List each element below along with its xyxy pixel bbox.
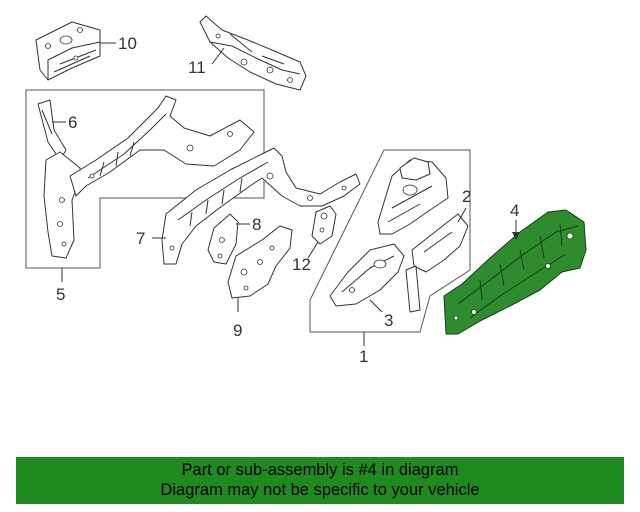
callout-12[interactable]: 12 xyxy=(292,255,311,274)
callout-4[interactable]: 4 xyxy=(510,201,519,220)
banner-line-2: Diagram may not be specific to your vehi… xyxy=(160,481,480,499)
part-11-bracket xyxy=(199,15,307,91)
leader-12 xyxy=(307,241,319,259)
callout-5[interactable]: 5 xyxy=(56,285,65,304)
callout-2[interactable]: 2 xyxy=(462,187,471,206)
banner-line-1: Part or sub-assembly is #4 in diagram xyxy=(181,461,459,479)
callout-1[interactable]: 1 xyxy=(359,347,368,366)
part-7-member xyxy=(161,147,361,265)
part-6-bracket xyxy=(37,99,67,161)
part-10-bracket xyxy=(35,21,101,81)
callout-10[interactable]: 10 xyxy=(118,34,137,53)
callout-6[interactable]: 6 xyxy=(68,113,77,132)
leader-4-arrow xyxy=(512,232,520,240)
leader-3 xyxy=(369,299,383,313)
callout-9[interactable]: 9 xyxy=(233,321,242,340)
callout-3[interactable]: 3 xyxy=(384,311,393,330)
callout-11[interactable]: 11 xyxy=(188,58,206,77)
leader-11 xyxy=(211,47,225,65)
group-1-outline xyxy=(309,149,471,333)
part-3-panel xyxy=(329,243,405,307)
info-banner: Part or sub-assembly is #4 in diagram Di… xyxy=(16,457,624,504)
part-9-reinforcement xyxy=(227,225,293,299)
exploded-parts-diagram: 10 11 5 6 xyxy=(25,15,587,366)
callout-8[interactable]: 8 xyxy=(252,215,261,234)
leader-2 xyxy=(457,207,467,223)
group-5-outline xyxy=(25,89,265,269)
part-12-bracket xyxy=(311,205,337,245)
part-8-bracket xyxy=(207,213,239,265)
part-4-highlighted-member[interactable] xyxy=(443,209,587,335)
part-2-bracket xyxy=(405,213,469,313)
part-5-front-side-member xyxy=(43,95,255,259)
callout-7[interactable]: 7 xyxy=(136,229,145,248)
part-1-strut-housing xyxy=(377,157,449,235)
